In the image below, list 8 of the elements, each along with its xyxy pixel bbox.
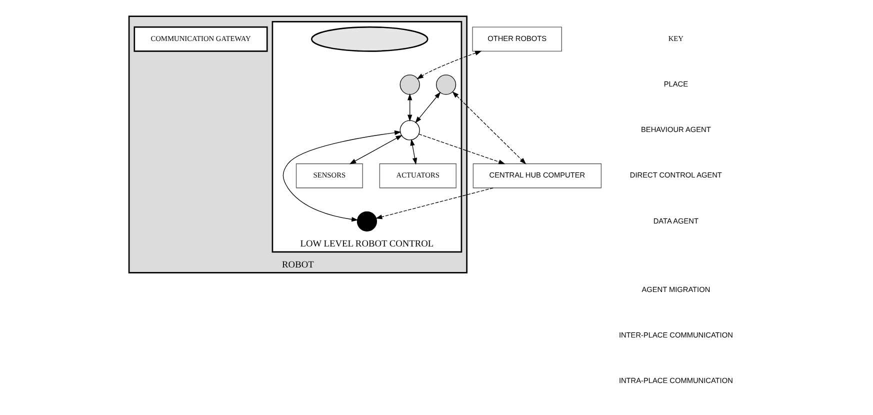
legend-label: AGENT MIGRATION <box>641 284 710 294</box>
label: KEY <box>668 34 683 43</box>
legend-label: INTER-PLACE COMMUNICATION <box>618 330 732 340</box>
legend-label: INTRA-PLACE COMMUNICATION <box>618 376 732 386</box>
legend-label: DATA AGENT <box>652 216 698 226</box>
legend-label: DIRECT CONTROL AGENT <box>629 170 722 180</box>
legend-label: PLACE <box>663 80 688 89</box>
legend-label: BEHAVIOUR AGENT <box>640 125 710 134</box>
